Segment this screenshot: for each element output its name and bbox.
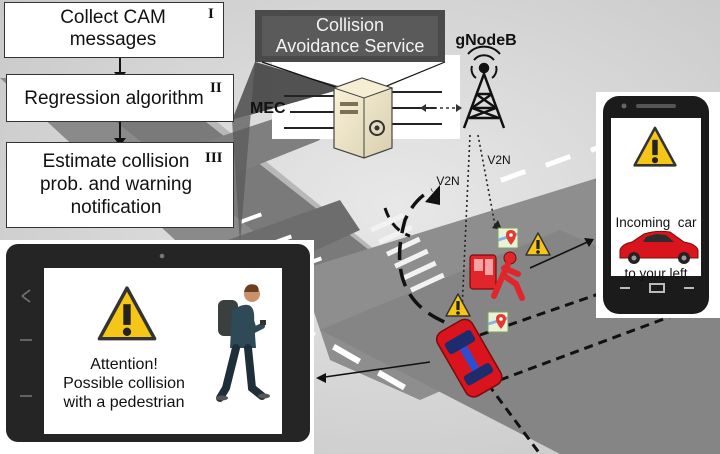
- car-icon: [619, 230, 699, 264]
- v2n-links: [461, 134, 496, 311]
- phone-message: Incoming car to your left: [611, 180, 701, 299]
- v2n-label-right: V2N: [487, 153, 511, 167]
- step-1-line-1: Collect CAM: [60, 7, 166, 28]
- mec-gnb-link-head-left: [420, 104, 426, 112]
- step-box-3: [6, 142, 234, 228]
- phone-message-line-2: to your left: [624, 266, 688, 281]
- step-1-line-2: messages: [69, 29, 157, 50]
- step-3-line-3: notification: [70, 197, 162, 218]
- tablet-message-line-1: Attention!: [90, 356, 158, 373]
- service-title: Collision Avoidance Service: [262, 15, 438, 57]
- step-3-line-1: Estimate collision: [42, 151, 190, 172]
- tablet: [0, 240, 314, 454]
- service-title-line-1: Collision: [315, 15, 385, 35]
- service-title-line-2: Avoidance Service: [275, 36, 425, 56]
- map-pin-icon: [496, 226, 520, 250]
- phone-callout-arrowhead: [584, 238, 594, 247]
- trajectory-line: [397, 188, 471, 332]
- gnb-label: gNodeB: [455, 32, 517, 49]
- pedestrian-icon: [469, 251, 525, 301]
- step-box-1: [4, 2, 224, 58]
- tablet-message: Attention! Possible collision with a ped…: [46, 355, 202, 412]
- server-icon: [284, 77, 442, 159]
- step-2-line-1: Regression algorithm: [24, 88, 204, 109]
- map-pin-icon: [486, 310, 510, 334]
- step-numeral-2: II: [210, 80, 222, 96]
- tablet-message-line-2: Possible collision: [63, 375, 185, 392]
- antenna-icon: [462, 45, 506, 129]
- mec-label: MEC: [250, 100, 286, 117]
- trajectory-branch: [383, 207, 411, 238]
- step-numeral-1: I: [208, 6, 214, 22]
- mec-gnb-link-head-right: [456, 104, 462, 112]
- step-3-line-2: prob. and warning: [39, 174, 193, 195]
- phone-message-line-1: Incoming car: [615, 215, 697, 230]
- zebra-crossing: [370, 212, 445, 293]
- trajectory-arrowhead: [425, 185, 440, 205]
- v2n-label-left: V2N: [436, 174, 460, 188]
- tablet-callout-arrowhead: [316, 373, 326, 383]
- car-icon: [435, 318, 503, 398]
- pedestrian-icon: [216, 284, 270, 402]
- callout-arrows: [317, 239, 593, 379]
- step-box-2: [6, 74, 234, 122]
- step-3-text: Estimate collision prob. and warning not…: [6, 150, 226, 219]
- service-box-inner: [262, 16, 438, 56]
- step-2-text: Regression algorithm: [6, 88, 222, 110]
- tablet-message-line-3: with a pedestrian: [63, 394, 185, 411]
- step-numeral-3: III: [205, 150, 223, 166]
- connector-wedge-top: [232, 62, 345, 120]
- step-1-text: Collect CAM messages: [4, 7, 222, 51]
